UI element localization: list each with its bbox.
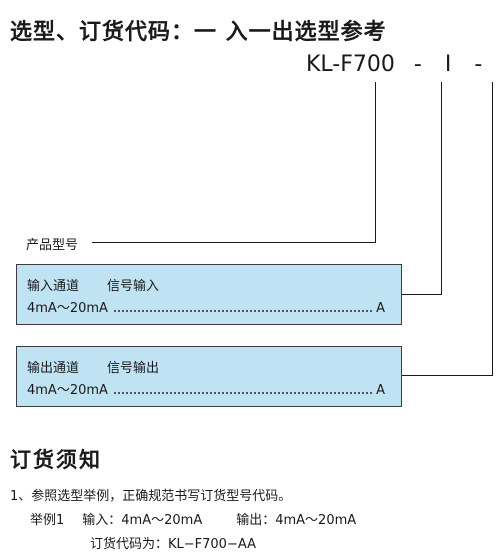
model-code: KL-F700 - I - II [306,52,501,77]
example-row: 举例1 输入：4mA～20mA 输出：4mA～20mA [30,509,356,528]
example-input: 输入：4mA～20mA [82,513,203,528]
output-signal-label: 信号输出 [107,361,160,376]
model-separator-2: - [474,52,483,77]
model-separator-1: - [413,52,422,77]
model-base: KL-F700 [306,52,395,77]
output-header-row: 输出通道 信号输出 [27,357,159,376]
connector-output-horizontal [402,375,493,376]
output-channel-label: 输出通道 [27,361,80,376]
example-label: 举例1 [30,513,65,528]
connector-product-horizontal [92,242,376,243]
output-code: A [376,383,385,398]
output-dot-leader [113,392,373,394]
product-model-label: 产品型号 [26,238,79,253]
input-signal-label: 信号输入 [107,279,160,294]
order-notice-heading: 订货须知 [10,448,102,472]
page-title: 选型、订货代码：一 入一出选型参考 [10,20,387,45]
example-output: 输出：4mA～20mA [236,513,357,528]
connector-product-vertical [375,82,376,243]
connector-input-horizontal [402,294,442,295]
example-order-code: 订货代码为：KL−F700−AA [90,537,256,552]
input-channel-box: 输入通道 信号输入 4mA～20mA A [16,264,402,325]
output-option-row: 4mA～20mA A [27,379,387,398]
model-part-2: II [499,52,501,77]
input-range: 4mA～20mA [27,301,108,316]
connector-input-vertical [441,82,442,295]
output-range: 4mA～20mA [27,383,108,398]
input-option-row: 4mA～20mA A [27,297,387,316]
output-channel-box: 输出通道 信号输出 4mA～20mA A [16,346,402,407]
connector-output-vertical [492,82,493,376]
input-dot-leader [113,310,373,312]
model-part-1: I [444,52,452,77]
input-header-row: 输入通道 信号输入 [27,275,159,294]
order-notice-item-1: 1、参照选型举例，正确规范书写订货型号代码。 [10,489,292,504]
input-code: A [376,301,385,316]
input-channel-label: 输入通道 [27,279,80,294]
